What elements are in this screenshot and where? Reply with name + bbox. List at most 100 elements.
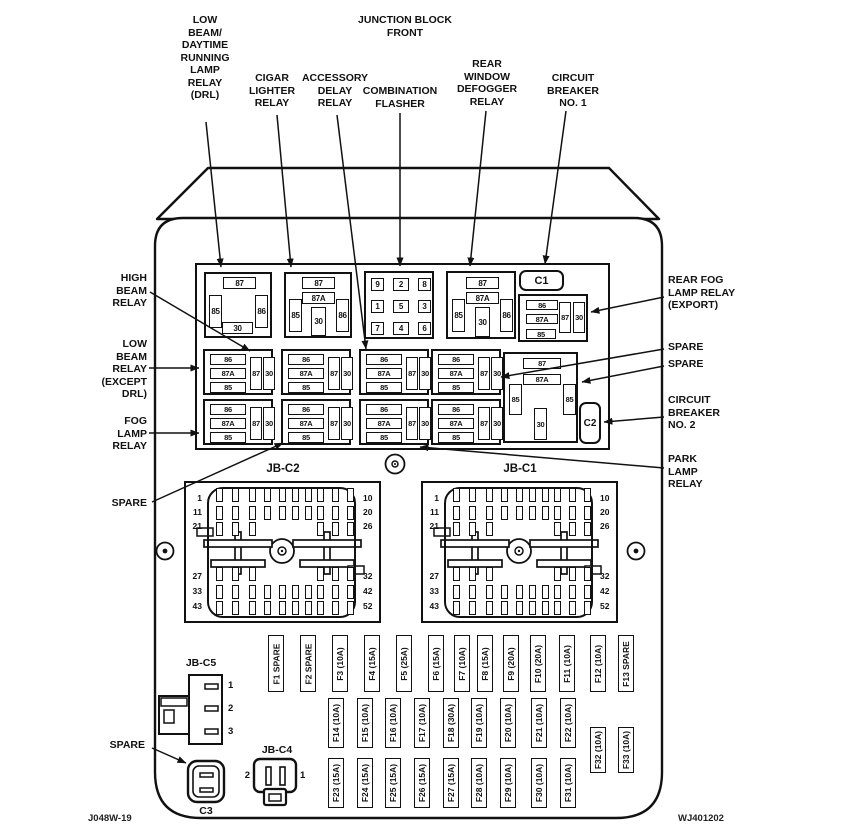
jbc2-terminal-slot (305, 506, 312, 520)
label-park-lamp-relay: PARK LAMP RELAY (668, 453, 703, 490)
fuse-f21: F21 (10A) (531, 698, 547, 748)
pin-85: 85 (209, 295, 222, 328)
jbc1-terminal-slot (569, 601, 576, 615)
jbc2-terminal-slot (249, 601, 256, 615)
jb-keyway (203, 539, 273, 548)
pin-85: 85 (438, 382, 474, 393)
fuse-f3: F3 (10A) (332, 635, 348, 692)
pin-86: 86 (366, 404, 402, 415)
pin-85: 85 (289, 299, 302, 332)
pin-87: 87 (223, 277, 256, 289)
pin-30: 30 (419, 407, 431, 440)
jbc2-terminal-slot (249, 567, 256, 581)
pin-85: 85 (526, 329, 556, 339)
pin-87a: 87A (526, 314, 558, 324)
jbc1-terminal-slot (542, 601, 549, 615)
fuse-f23: F23 (15A) (328, 758, 344, 808)
jbc2-terminal-slot (332, 522, 339, 536)
label-circuit-breaker-1: CIRCUIT BREAKER NO. 1 (547, 72, 599, 109)
jbc1-terminal-slot (584, 488, 591, 502)
relay-spare-large: 87 87A 85 85 30 (503, 352, 578, 443)
jbc2-terminal-slot (317, 522, 324, 536)
jbc1-terminal-slot (542, 585, 549, 599)
label-high-beam-relay: HIGH BEAM RELAY (112, 272, 147, 309)
fuse-label: F19 (10A) (474, 703, 485, 743)
pin-87: 87 (523, 358, 561, 369)
jbc1-terminal-slot (469, 506, 476, 520)
pin-86: 86 (438, 354, 474, 365)
jbc2-terminal-slot (264, 488, 271, 502)
pin-87: 87 (328, 407, 340, 440)
fuse-f14: F14 (10A) (328, 698, 344, 748)
jbc2-pin-1: 1 (197, 493, 202, 503)
jbc2-terminal-slot (279, 488, 286, 502)
pin-86: 86 (210, 404, 246, 415)
jbc4-title: JB-C4 (261, 744, 293, 756)
fuse-label: F27 (15A) (446, 763, 457, 803)
fuse-f29: F29 (10A) (500, 758, 516, 808)
jbc2-pin-33: 33 (192, 586, 202, 596)
jbc1-terminal-slot (529, 488, 536, 502)
jbc2-terminal-slot (232, 585, 239, 599)
fuse-f20: F20 (10A) (500, 698, 516, 748)
fuse-f1: F1 SPARE (268, 635, 284, 692)
jbc2-terminal-slot (317, 506, 324, 520)
pin-87a: 87A (210, 418, 246, 429)
label-cigar-lighter-relay: CIGAR LIGHTER RELAY (248, 72, 296, 109)
fuse-label: F23 (15A) (331, 763, 342, 803)
pin-85: 85 (563, 384, 576, 415)
relay-rear-fog-export: 86 87A 85 87 30 (518, 294, 588, 342)
jbc2-terminal-slot (305, 488, 312, 502)
jbc2-terminal-slot (317, 488, 324, 502)
jbc2-pin-20: 20 (363, 507, 373, 517)
jbc1-terminal-slot (469, 488, 476, 502)
jbc5-pin-2: 2 (228, 703, 234, 714)
pin-87: 87 (328, 357, 340, 390)
jbc1-pin-32: 32 (600, 571, 610, 581)
jbc1-terminal-slot (569, 567, 576, 581)
jbc1-terminal-slot (554, 506, 561, 520)
flasher-pin-9: 9 (371, 278, 384, 291)
relay-cigar-lighter: 87 87A 85 86 30 (284, 272, 352, 338)
pin-87: 87 (406, 407, 418, 440)
pin-30: 30 (263, 407, 275, 440)
jbc1-terminal-slot (554, 522, 561, 536)
pin-87a: 87A (366, 418, 402, 429)
jbc1-terminal-slot (554, 488, 561, 502)
fuse-label: F32 (10A) (593, 730, 604, 770)
jbc2-terminal-slot (305, 585, 312, 599)
pin-87a: 87A (366, 368, 402, 379)
jbc1-pin-1: 1 (434, 493, 439, 503)
fuse-f6: F6 (15A) (428, 635, 444, 692)
fuse-label: F7 (10A) (457, 646, 468, 681)
label-low-beam-relay: LOW BEAM RELAY (EXCEPT DRL) (101, 338, 147, 400)
fuse-label: F15 (10A) (360, 703, 371, 743)
jbc2-terminal-slot (347, 506, 354, 520)
pin-30: 30 (263, 357, 275, 390)
jbc1-pin-52: 52 (600, 601, 610, 611)
jbc2-terminal-slot (249, 522, 256, 536)
flasher-pin-7: 7 (371, 322, 384, 335)
pin-87: 87 (302, 277, 335, 289)
jbc1-terminal-slot (516, 488, 523, 502)
block-lid (155, 166, 661, 221)
c3-title: C3 (199, 805, 213, 817)
pin-86: 86 (438, 404, 474, 415)
fuse-label: F2 SPARE (303, 643, 313, 684)
label-combination-flasher: COMBINATION FLASHER (362, 85, 438, 110)
flasher-pin-1: 1 (371, 300, 384, 313)
jbc1-pin-11: 11 (430, 507, 439, 517)
pin-87a: 87A (523, 374, 561, 385)
jbc2-terminal-slot (332, 506, 339, 520)
jbc2-pin-27: 27 (192, 571, 202, 581)
figure-code-left: J048W-19 (88, 813, 132, 824)
jbc1-title: JB-C1 (503, 463, 537, 475)
fuse-f7: F7 (10A) (454, 635, 470, 692)
jbc2-terminal-slot (292, 506, 299, 520)
jbc1-terminal-slot (529, 601, 536, 615)
fuse-f9: F9 (20A) (503, 635, 519, 692)
